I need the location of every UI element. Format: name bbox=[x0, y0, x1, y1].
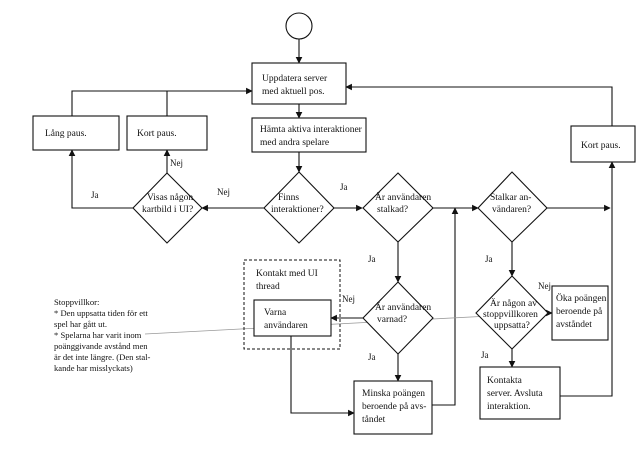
note-line: * Den uppsatta tiden för ett bbox=[54, 308, 148, 318]
box-reduce-line: beroende på avs- bbox=[362, 401, 426, 412]
decision-user-warned-line: Är användaren bbox=[375, 301, 431, 313]
box-update-line: med aktuell pos. bbox=[262, 87, 325, 97]
edge-label-stop-no: Nej bbox=[538, 281, 551, 291]
box-contact: Kontakta server. Avsluta interaktion. bbox=[479, 366, 561, 420]
box-reduce-line: Minska poängen bbox=[362, 389, 425, 399]
start-node bbox=[285, 12, 313, 40]
decision-user-warned-line: varnad? bbox=[377, 315, 407, 325]
box-warn: Varna användaren bbox=[253, 299, 332, 337]
box-long-pause-label: Lång paus. bbox=[45, 128, 87, 139]
box-update-line: Uppdatera server bbox=[262, 74, 328, 84]
svg-text:Uppdatera server: Uppdatera server bbox=[262, 74, 328, 84]
edge-labels: Ja Nej Nej Ja Ja Nej Ja Ja Nej Ja bbox=[91, 158, 551, 362]
decision-map-visible-line: kartbild i UI? bbox=[142, 205, 193, 215]
box-contact-line: interaktion. bbox=[487, 402, 531, 412]
decision-exists: Finns interaktioner? bbox=[263, 171, 335, 244]
decision-map-visible-line: Visas någon bbox=[147, 192, 193, 203]
decision-map-visible: Visas någon kartbild i UI? bbox=[132, 172, 203, 244]
box-reduce: Minska poängen beroende på avs- tåndet bbox=[353, 380, 433, 435]
edge-label-exists-no: Nej bbox=[217, 187, 230, 197]
decision-user-stopped-line: Är användaren bbox=[375, 191, 431, 203]
decision-stop-condition-line: uppsatta? bbox=[494, 321, 530, 331]
box-increase-line: beroende på bbox=[556, 306, 603, 317]
edge-label-stopped-yes: Ja bbox=[368, 254, 376, 264]
note-line: poänggivande avstånd men bbox=[54, 341, 148, 351]
decision-user-stopped: Är användaren stalkad? bbox=[362, 172, 434, 243]
box-warn-line: användaren bbox=[264, 321, 308, 331]
edge-label-map-no: Nej bbox=[170, 158, 183, 168]
box-fetch-line: med andra spelare bbox=[260, 138, 329, 148]
decision-exists-line: interaktioner? bbox=[271, 205, 324, 215]
note-line: * Spelarna har varit inom bbox=[54, 330, 142, 340]
box-reduce-line: tåndet bbox=[362, 414, 386, 425]
edge-label-stalking-yes: Ja bbox=[485, 254, 493, 264]
stop-conditions-note: Stoppvillkor: * Den uppsatta tiden för e… bbox=[54, 297, 151, 373]
decision-user-warned: Är användaren varnad? bbox=[362, 281, 434, 355]
decision-user-stopped-line: stalkad? bbox=[377, 205, 408, 215]
decision-stop-condition-line: Är någon av bbox=[490, 297, 537, 309]
box-fetch-line: Hämta aktiva interaktioner bbox=[260, 125, 363, 135]
note-line: kande har misslyckats) bbox=[54, 363, 133, 373]
decision-exists-line: Finns bbox=[278, 193, 299, 203]
edge-label-warned-no: Nej bbox=[342, 294, 355, 304]
decision-stop-condition-line: stoppvillkoren bbox=[483, 310, 538, 320]
decision-stop-condition: Är någon av stoppvillkoren uppsatta? bbox=[475, 275, 549, 350]
box-short-pause-left-label: Kort paus. bbox=[137, 129, 177, 139]
box-short-pause-right-label: Kort paus. bbox=[581, 141, 621, 151]
box-warn-line: Varna bbox=[264, 308, 287, 318]
edge-label-exists-yes: Ja bbox=[340, 182, 348, 192]
box-long-pause: Lång paus. bbox=[32, 115, 120, 151]
box-short-pause-right: Kort paus. bbox=[570, 125, 636, 163]
box-increase: Öka poängen beroende på avståndet bbox=[551, 285, 609, 341]
box-short-pause-left: Kort paus. bbox=[126, 115, 208, 151]
ui-thread-group: Kontakt med UI thread bbox=[243, 259, 341, 350]
box-fetch: Hämta aktiva interaktioner med andra spe… bbox=[251, 117, 367, 153]
edge-label-stop-yes: Ja bbox=[481, 350, 489, 360]
svg-text:med aktuell pos.: med aktuell pos. bbox=[262, 87, 325, 97]
box-contact-line: Kontakta bbox=[487, 376, 523, 386]
note-line: är det inte längre. (Den stal- bbox=[54, 352, 151, 362]
edge-label-map-yes: Ja bbox=[91, 190, 99, 200]
edge-label-warned-yes: Ja bbox=[368, 352, 376, 362]
box-contact-line: server. Avsluta bbox=[487, 389, 544, 399]
box-increase-line: avståndet bbox=[556, 319, 592, 330]
box-increase-line: Öka poängen bbox=[556, 292, 607, 304]
box-update: Uppdatera server med aktuell pos. bbox=[251, 62, 347, 105]
ui-thread-label-line: Kontakt med UI bbox=[256, 269, 318, 279]
ui-thread-label-line: thread bbox=[256, 282, 280, 292]
note-line: Stoppvillkor: bbox=[54, 297, 99, 307]
decision-stalking-line: Stalkar an- bbox=[490, 193, 531, 203]
note-line: spel har gått ut. bbox=[54, 319, 107, 329]
decision-stalking: Stalkar an- vändaren? bbox=[477, 171, 548, 243]
decision-stalking-line: vändaren? bbox=[492, 205, 531, 215]
